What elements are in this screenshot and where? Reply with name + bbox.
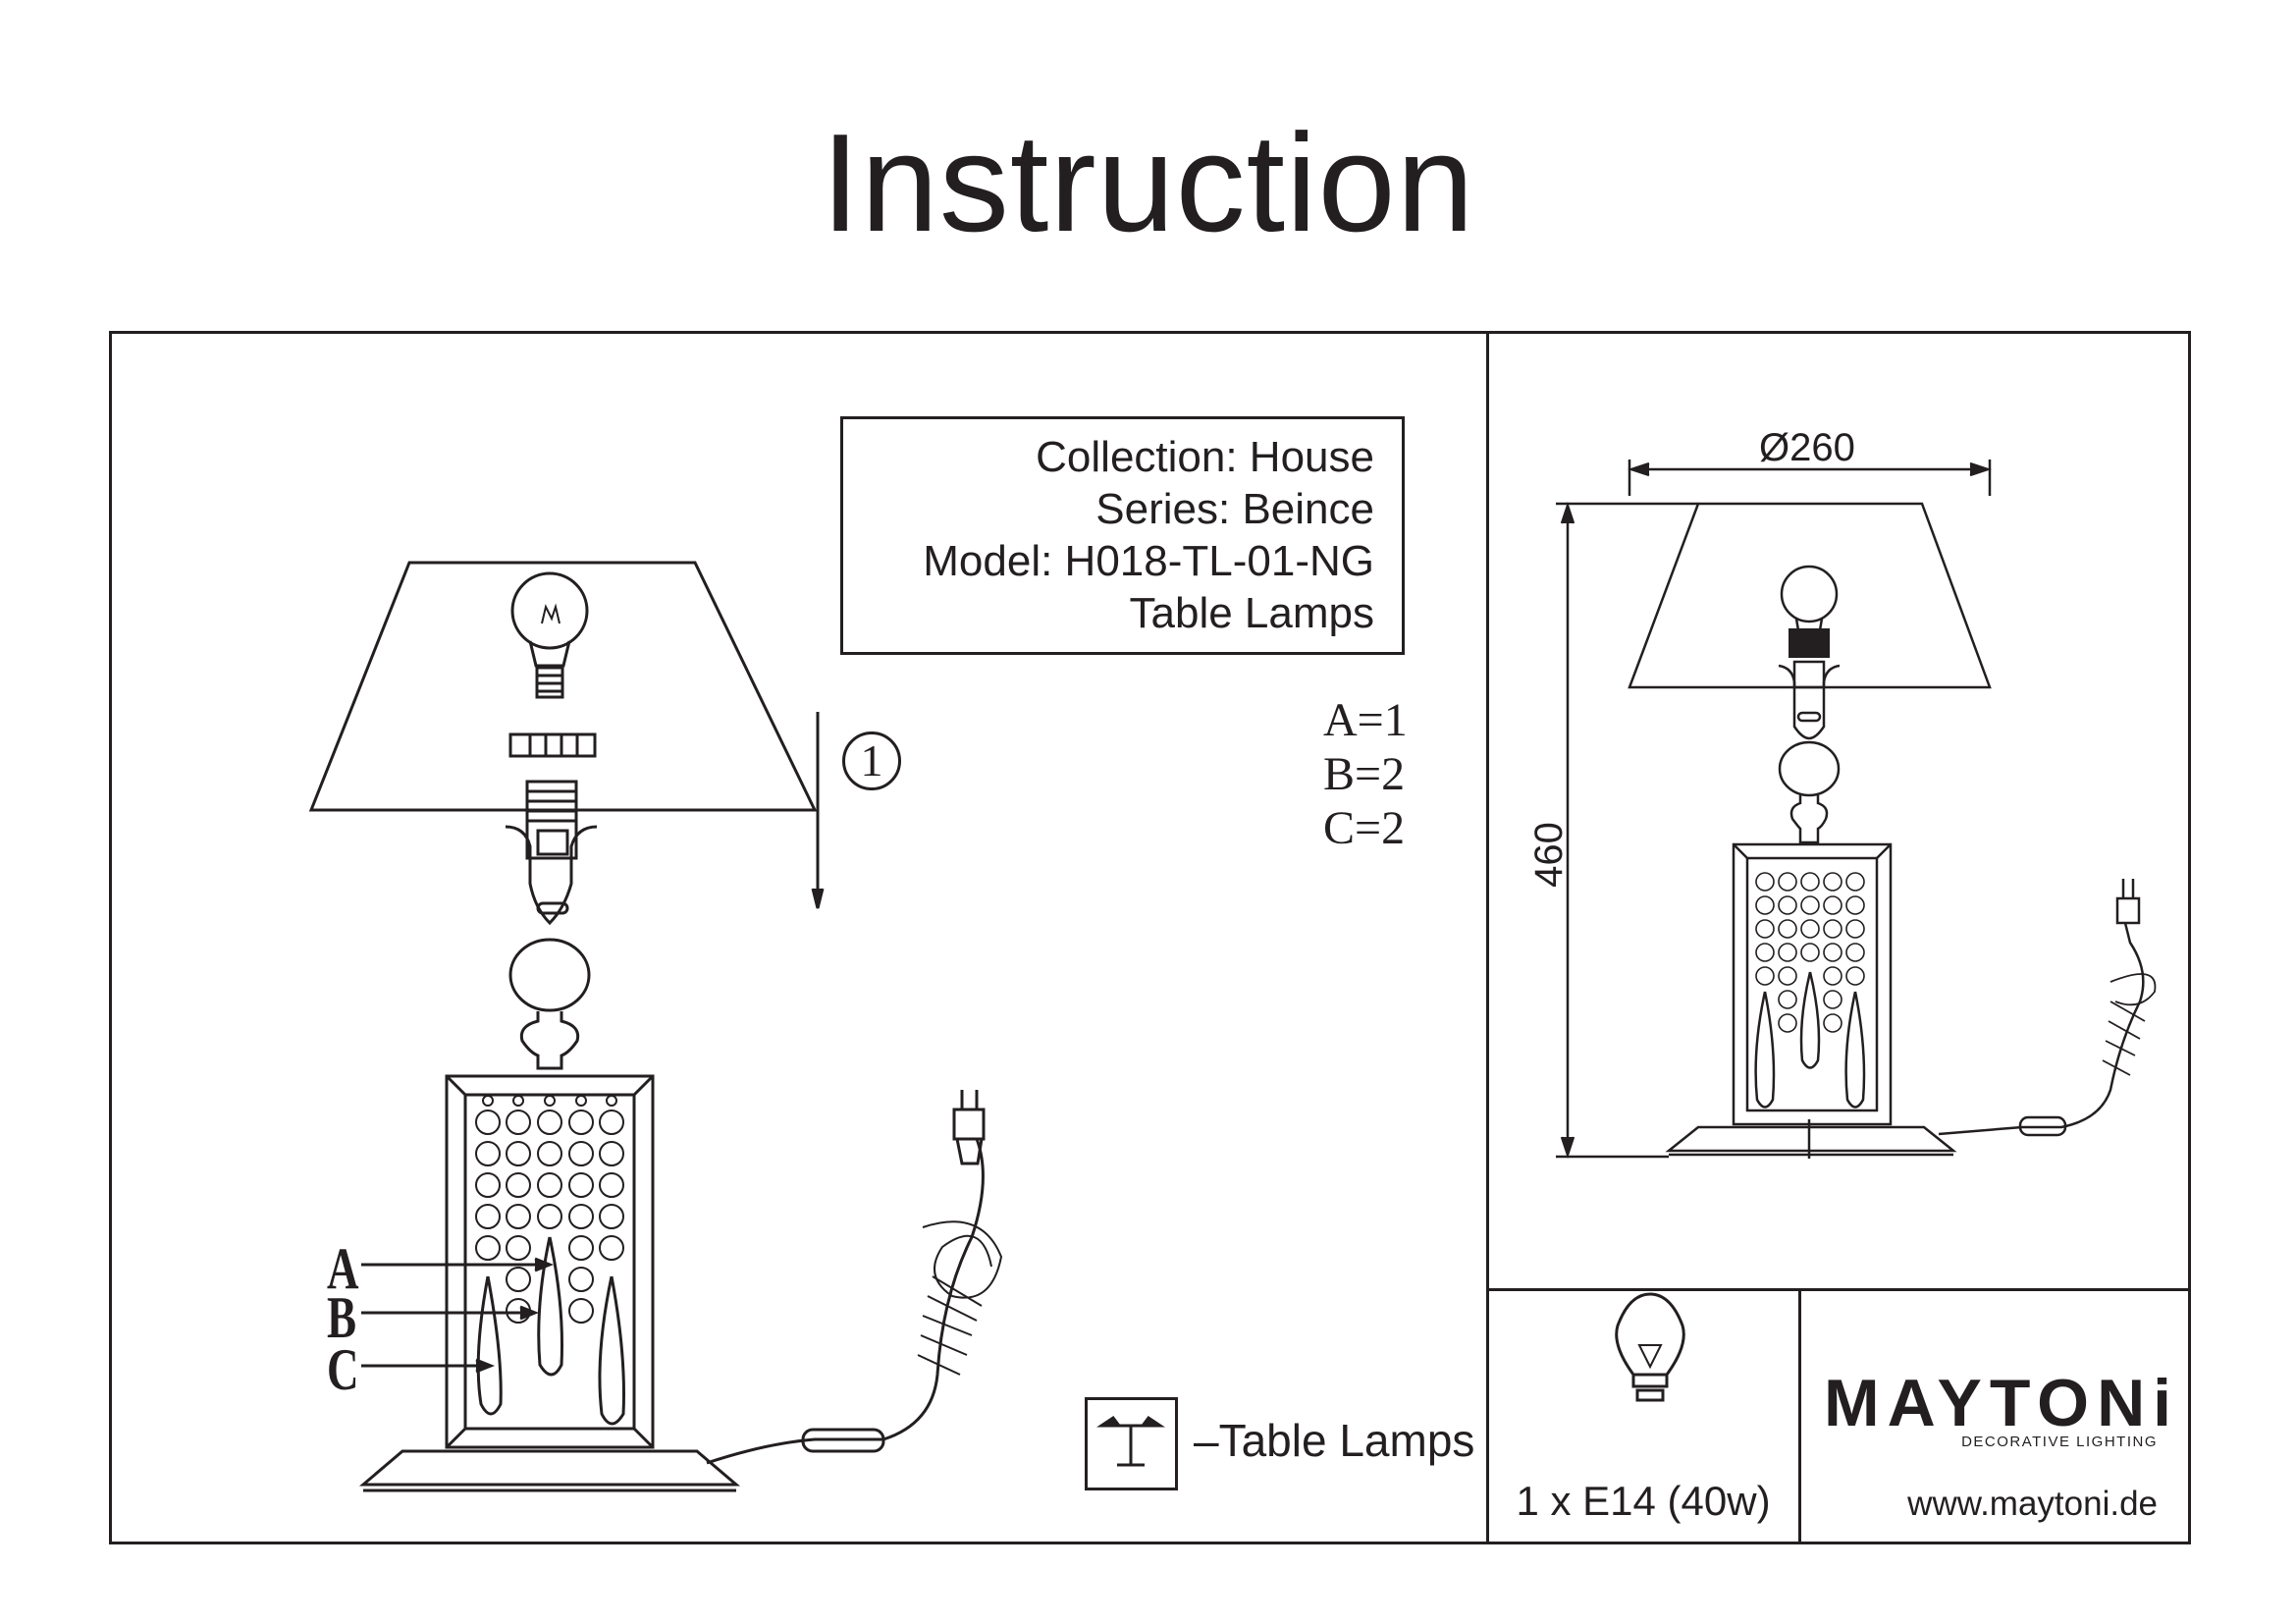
- table-lamp-icon-frame: [1085, 1397, 1178, 1490]
- table-lamp-icon: [1096, 1415, 1165, 1467]
- crystal-grid: [475, 1095, 624, 1324]
- assembled-shade: [1628, 502, 1992, 689]
- lamp-shade: [308, 561, 818, 812]
- collection-text: Collection: House: [1036, 433, 1374, 481]
- assembled-lamp-drawing: [1556, 460, 2157, 1159]
- exploded-lamp-drawing: [308, 561, 1003, 1492]
- part-a-qty: A=1: [1323, 694, 1408, 746]
- part-b-qty: B=2: [1323, 748, 1406, 800]
- lamp-foot: [358, 1449, 741, 1487]
- parts-quantity-list: A=1 B=2 C=2: [1323, 693, 1408, 855]
- part-c-qty: C=2: [1323, 802, 1406, 854]
- bulb-icon: [1615, 1292, 1685, 1402]
- drawing-frame: [109, 331, 2191, 1544]
- brand-tagline: DECORATIVE LIGHTING: [1961, 1434, 2158, 1450]
- power-cord: [706, 1138, 985, 1465]
- divider-vertical-main: [1486, 334, 1489, 1542]
- divider-horizontal-right: [1486, 1288, 2189, 1291]
- label-c: C: [327, 1337, 359, 1402]
- drop-crystal-center: [537, 1236, 563, 1377]
- legend-text: –Table Lamps: [1194, 1415, 1475, 1466]
- divider-vertical-footer: [1798, 1288, 1801, 1542]
- lamp-ball: [508, 938, 591, 1012]
- type-text: Table Lamps: [1129, 589, 1374, 637]
- step-number: 1: [842, 731, 901, 790]
- model-text: Model: H018-TL-01-NG: [923, 537, 1374, 585]
- website-link[interactable]: www.maytoni.de: [1907, 1485, 2158, 1523]
- brand-logo: MAYTONi: [1824, 1366, 2180, 1440]
- bulb-drawing: [510, 571, 589, 650]
- series-text: Series: Beince: [1095, 485, 1374, 533]
- drop-crystal-left: [476, 1275, 503, 1416]
- drop-crystal-right: [598, 1275, 625, 1426]
- height-dimension: 460: [1526, 822, 1571, 888]
- product-info-box: Collection: House Series: Beince Model: …: [840, 416, 1405, 655]
- lamp-base-box: [445, 1074, 655, 1449]
- label-a: A: [327, 1236, 359, 1301]
- page-title: Instruction: [821, 105, 1475, 261]
- diameter-dimension: Ø260: [1759, 426, 1855, 469]
- label-b: B: [327, 1285, 357, 1350]
- bulb-spec-text: 1 x E14 (40w): [1516, 1478, 1771, 1524]
